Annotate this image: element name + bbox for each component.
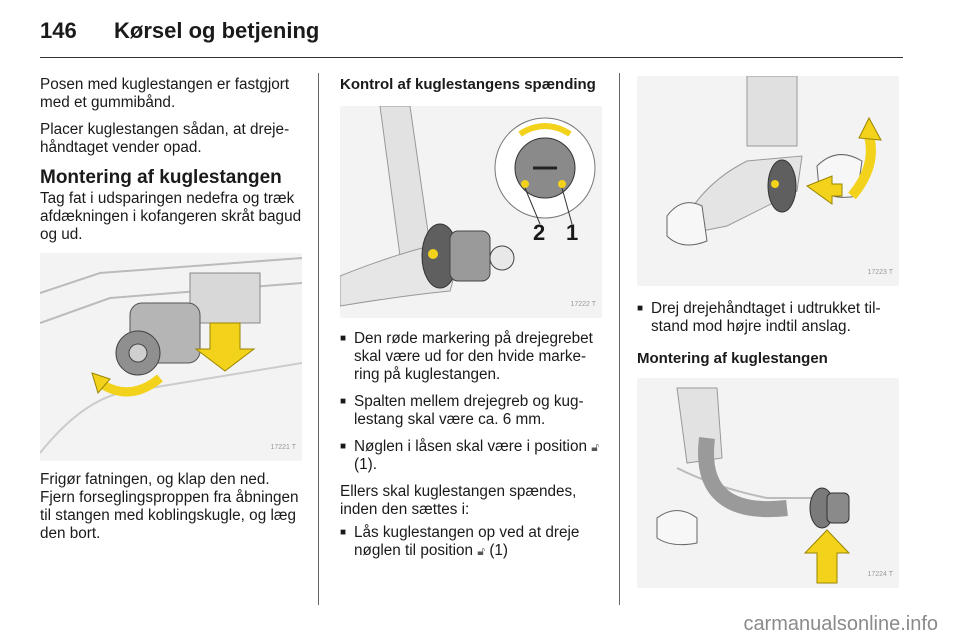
figure-turn-handle: 17223 T [637,76,899,286]
tension-check-illustration [340,106,596,307]
unlock-bullet-list: Lås kuglestangen op ved at dreje nøglen … [340,524,606,560]
column-divider-2 [619,73,620,605]
figure-number: 17221 T [270,444,296,451]
turn-handle-illustration [666,76,882,246]
bullet-turn-handle: Drej drejehåndtaget i udtrukket til­stan… [637,300,901,336]
watermark: carmanualsonline.info [743,613,938,635]
paragraph-bag: Posen med kuglestangen er fastgjort med … [40,76,290,111]
section-heading-mounting: Montering af kuglestangen [40,167,282,188]
bullet-key-tail: (1). [354,456,377,473]
figure-number: 17222 T [570,301,596,308]
insert-ball-bar-illustration [656,387,851,584]
section-heading-mounting-2: Montering af kuglestangen [637,350,828,367]
figure-insert-ball-bar: 17224 T [637,378,899,588]
bullet-key-text: Nøglen i låsen skal være i position [354,438,587,455]
bullet-unlock: Lås kuglestangen op ved at dreje nøglen … [340,524,606,560]
column-1: Posen med kuglestangen er fastgjort med … [40,76,308,552]
figure-tension-check: 2 1 17222 T [340,106,602,318]
figure-number: 17223 T [867,269,893,276]
paragraph-place: Placer kuglestangen sådan, at dreje­hånd… [40,121,290,156]
page-title: Kørsel og betjening [114,18,320,43]
header-rule [40,57,903,58]
check-bullet-list: Den røde markering på drejegrebet skal v… [340,330,606,474]
section-heading-check: Kontrol af kuglestangens spænding [340,76,596,93]
figure-bumper-socket: 17221 T [40,253,302,461]
callout-label-1: 1 [566,220,579,245]
bullet-key-position: Nøglen i låsen skal være i position 🔓︎ (… [340,438,606,474]
lock-key-icon: 🔓︎ [477,544,486,558]
turn-bullet-list: Drej drejehåndtaget i udtrukket til­stan… [637,300,901,336]
lock-key-icon: 🔓︎ [591,440,599,454]
page-number: 146 [40,18,77,43]
callout-label-2: 2 [533,220,546,245]
column-divider-1 [318,73,319,605]
bumper-socket-illustration [40,257,302,454]
bullet-gap: Spalten mellem drejegreb og kug­lestang … [340,393,606,429]
figure-number: 17224 T [867,571,893,578]
column-3: 17223 T Drej drejehåndtaget i udtrukket … [637,76,901,588]
bullet-unlock-tail: (1) [489,542,509,559]
paragraph-release: Frigør fatningen, og klap den ned. Fjern… [40,471,299,542]
column-2: Kontrol af kuglestangens spænding 2 1 17… [340,76,606,569]
bullet-marking: Den røde markering på drejegrebet skal v… [340,330,606,384]
bullet-unlock-text: Lås kuglestangen op ved at dreje nøglen … [354,524,580,559]
paragraph-otherwise: Ellers skal kuglestangen spændes, inden … [340,483,577,518]
page-header: 146 Kørsel og betjening [40,18,920,58]
paragraph-cover: Tag fat i udsparingen nedefra og træk af… [40,190,302,243]
